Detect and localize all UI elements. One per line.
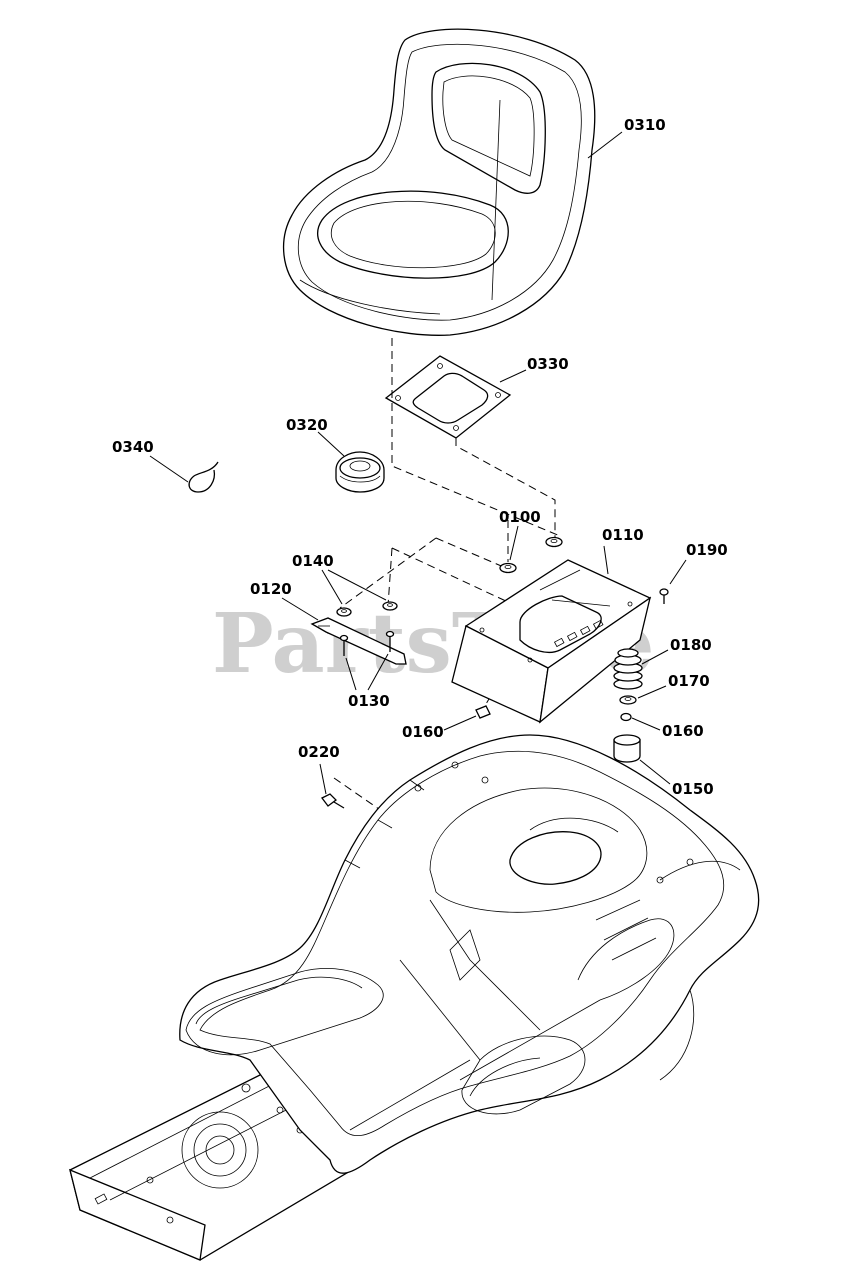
seat-plate-part[interactable]	[384, 355, 512, 439]
washer-0140-part[interactable]	[336, 601, 398, 617]
leader-0170	[637, 685, 667, 699]
leader-0130a	[345, 657, 357, 691]
leader-0160-right	[631, 717, 661, 731]
callout-0160-right[interactable]: 0160	[662, 722, 704, 740]
washer-0170-part[interactable]	[619, 695, 637, 705]
leader-0330	[499, 369, 527, 383]
leader-0130b	[367, 653, 389, 691]
bumper-0150-part[interactable]	[613, 734, 641, 763]
callout-0140[interactable]: 0140	[292, 552, 334, 570]
spring-0180-part[interactable]	[613, 648, 643, 690]
washer-0100-part[interactable]	[499, 536, 563, 574]
leader-0190	[669, 559, 687, 585]
callout-0220[interactable]: 0220	[298, 743, 340, 761]
callout-0130[interactable]: 0130	[348, 692, 390, 710]
leader-0110	[603, 545, 609, 575]
callout-0330[interactable]: 0330	[527, 355, 569, 373]
callout-0190[interactable]: 0190	[686, 541, 728, 559]
callout-0320[interactable]: 0320	[286, 416, 328, 434]
leader-0320	[317, 431, 345, 457]
leader-0140b	[327, 569, 387, 601]
leader-0340	[149, 455, 189, 483]
leader-0160-left	[443, 715, 477, 731]
callout-0110[interactable]: 0110	[602, 526, 644, 544]
seat-switch-part[interactable]	[335, 451, 385, 493]
leader-0100	[509, 525, 519, 561]
callout-0150[interactable]: 0150	[672, 780, 714, 798]
callout-0100[interactable]: 0100	[499, 508, 541, 526]
callout-0160-left[interactable]: 0160	[402, 723, 444, 741]
lever-0120-part[interactable]	[310, 617, 407, 665]
nut-0160-left-part[interactable]	[475, 705, 491, 719]
cable-tie-part[interactable]	[188, 461, 219, 493]
nut-0160-right-part[interactable]	[620, 712, 632, 722]
seat-pan-part[interactable]	[451, 559, 652, 724]
leader-0180	[641, 649, 669, 665]
tractor-frame	[69, 734, 760, 1261]
bolt-0220-part[interactable]	[321, 793, 345, 809]
leader-0220	[319, 763, 327, 795]
leader-0310	[587, 131, 623, 159]
screw-0190-part[interactable]	[659, 588, 669, 604]
bolts-0130-part[interactable]	[339, 630, 395, 657]
leader-0140a	[321, 569, 343, 605]
callout-0120[interactable]: 0120	[250, 580, 292, 598]
seat-part[interactable]	[282, 28, 596, 336]
leader-0150	[639, 759, 671, 785]
callout-0180[interactable]: 0180	[670, 636, 712, 654]
leader-0120	[281, 597, 319, 621]
callout-0340[interactable]: 0340	[112, 438, 154, 456]
callout-0170[interactable]: 0170	[668, 672, 710, 690]
callout-0310[interactable]: 0310	[624, 116, 666, 134]
